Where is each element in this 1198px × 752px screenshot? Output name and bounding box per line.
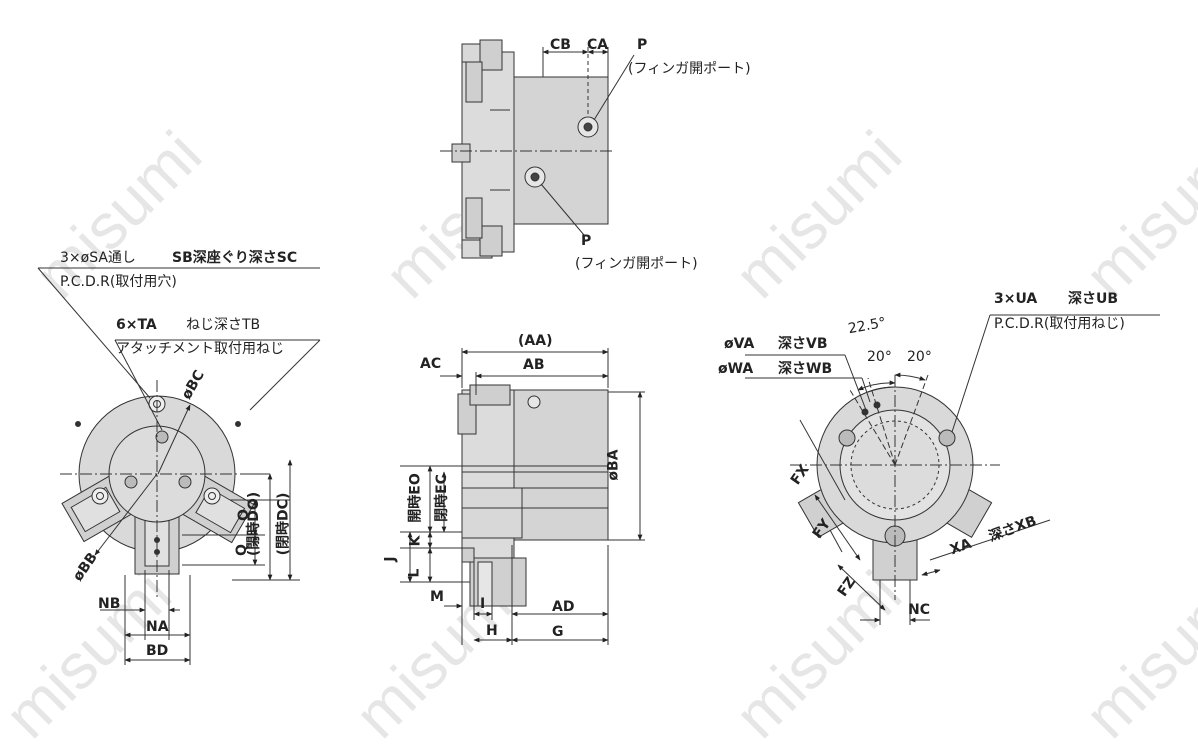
- dim-eo-label: 開時EO: [407, 473, 424, 523]
- callout-holes-line1: 3×øSA通し: [60, 250, 136, 266]
- dim-i-label: I: [480, 596, 486, 612]
- top-view: [440, 39, 635, 259]
- callout-ub: 深さUB: [1068, 291, 1119, 307]
- port-p-upper-label: P: [637, 37, 648, 53]
- callout-wb: 深さWB: [778, 361, 833, 377]
- callout-va: øVA: [724, 336, 755, 352]
- dim-m-label: M: [430, 589, 444, 605]
- dim-aa-label: (AA): [518, 333, 553, 349]
- callout-ua: 3×UA: [994, 291, 1038, 307]
- dim-bd-label: BD: [146, 643, 169, 659]
- left-view: [37, 267, 321, 665]
- callout-attach: アタッチメント取付用ねじ: [116, 341, 284, 357]
- dim-j-label: J: [382, 556, 399, 562]
- angle-20b-label: 20°: [907, 349, 932, 365]
- port-p-upper-note: (フィンガ開ポート): [628, 61, 751, 77]
- dim-h-label: H: [486, 623, 498, 639]
- dim-nb-label: NB: [98, 596, 121, 612]
- drawing-canvas: [37, 39, 1160, 665]
- port-p-lower-label: P: [581, 233, 592, 249]
- callout-wa: øWA: [718, 361, 754, 377]
- callout-vb: 深さVB: [778, 336, 828, 352]
- dim-ab-label: AB: [523, 357, 545, 373]
- center-view: [400, 348, 645, 645]
- callout-ta: 6×TA: [116, 317, 157, 333]
- dim-ad-label: AD: [552, 599, 575, 615]
- dim-ac-label: AC: [420, 356, 442, 372]
- callout-holes-line2: SB深座ぐり深さSC: [172, 250, 298, 266]
- dim-g-label: G: [552, 624, 564, 640]
- callout-tb: ねじ深さTB: [186, 317, 261, 333]
- dim-ec-label: 閉時EC: [433, 474, 450, 522]
- port-p-lower-note: (フィンガ開ポート): [575, 256, 698, 272]
- dim-ca-label: CA: [587, 37, 609, 53]
- dim-l-label: L: [406, 568, 423, 578]
- dim-k-label: K: [407, 535, 424, 547]
- right-view: [745, 314, 1160, 625]
- angle-20a-label: 20°: [867, 349, 892, 365]
- callout-pcd-hole: P.C.D.R(取付用穴): [60, 274, 177, 290]
- callout-pcd-thread: P.C.D.R(取付用ねじ): [994, 316, 1125, 332]
- dim-na-label: NA: [146, 619, 169, 635]
- dim-ba-label: øBA: [605, 449, 622, 481]
- dim-cb-label: CB: [550, 37, 571, 53]
- dim-do-label: (閉時DO): [246, 491, 263, 557]
- dim-nc-label: NC: [908, 602, 930, 618]
- dim-dc-label: (閉時DC): [275, 492, 292, 556]
